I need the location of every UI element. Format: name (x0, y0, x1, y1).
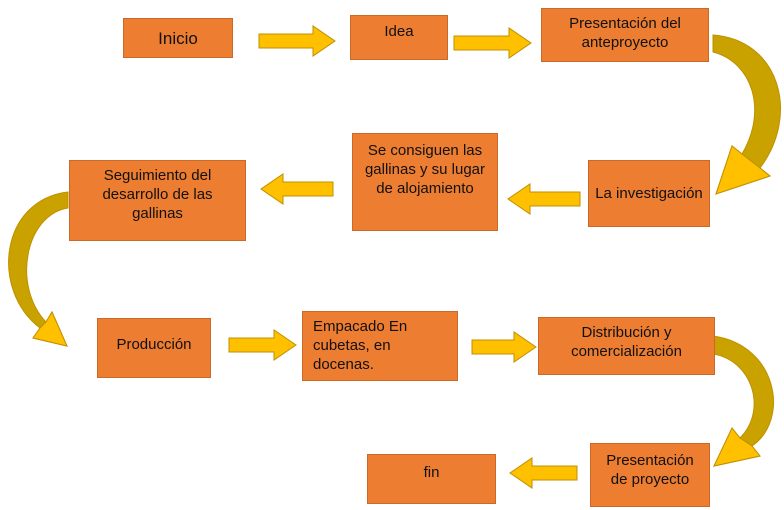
step-label: Idea (384, 23, 414, 40)
arrow-investigacion-to-gallinas (507, 183, 581, 215)
arrow-presentacion-to-fin (509, 457, 578, 489)
step-label: Empacado En cubetas, en docenas. (313, 318, 408, 373)
step-produccion: Producción (97, 318, 211, 378)
step-label: Producción (116, 336, 192, 353)
curved-arrow-head-highlight-bottom (713, 427, 761, 467)
arrow-gallinas-to-seguimiento (260, 173, 334, 205)
arrow-empacado-to-distribucion (471, 331, 537, 363)
arrow-idea-to-anteproyecto (453, 27, 532, 59)
step-presentacion-proyecto: Presentación de proyecto (590, 443, 710, 507)
curved-arrow-head-highlight-left (32, 310, 68, 347)
arrow-inicio-to-idea (258, 25, 336, 57)
step-label: La investigación (595, 185, 703, 202)
curved-arrow-head-highlight (715, 145, 772, 195)
step-seguimiento: Seguimiento del desarrollo de las gallin… (69, 160, 246, 241)
arrow-produccion-to-empacado (228, 329, 297, 361)
step-label: Presentación de proyecto (606, 452, 694, 488)
step-investigacion: La investigación (588, 160, 710, 227)
step-label: Presentación del anteproyecto (569, 15, 681, 51)
step-inicio: Inicio (123, 18, 233, 58)
step-distribucion: Distribución y comercialización (538, 317, 715, 375)
step-fin: fin (367, 454, 496, 504)
step-label: Se consiguen las gallinas y su lugar de … (364, 142, 486, 197)
step-idea: Idea (350, 15, 448, 60)
step-gallinas-alojamiento: Se consiguen las gallinas y su lugar de … (352, 133, 498, 231)
step-empacado: Empacado En cubetas, en docenas. (302, 311, 458, 381)
step-label: Seguimiento del desarrollo de las gallin… (102, 167, 213, 222)
step-presentacion-anteproyecto: Presentación del anteproyecto (541, 8, 709, 62)
curved-arrow-seguimiento-to-produccion (8, 191, 69, 347)
step-label: Inicio (158, 28, 198, 48)
step-label: Distribución y comercialización (571, 324, 682, 360)
step-label: fin (423, 464, 440, 481)
